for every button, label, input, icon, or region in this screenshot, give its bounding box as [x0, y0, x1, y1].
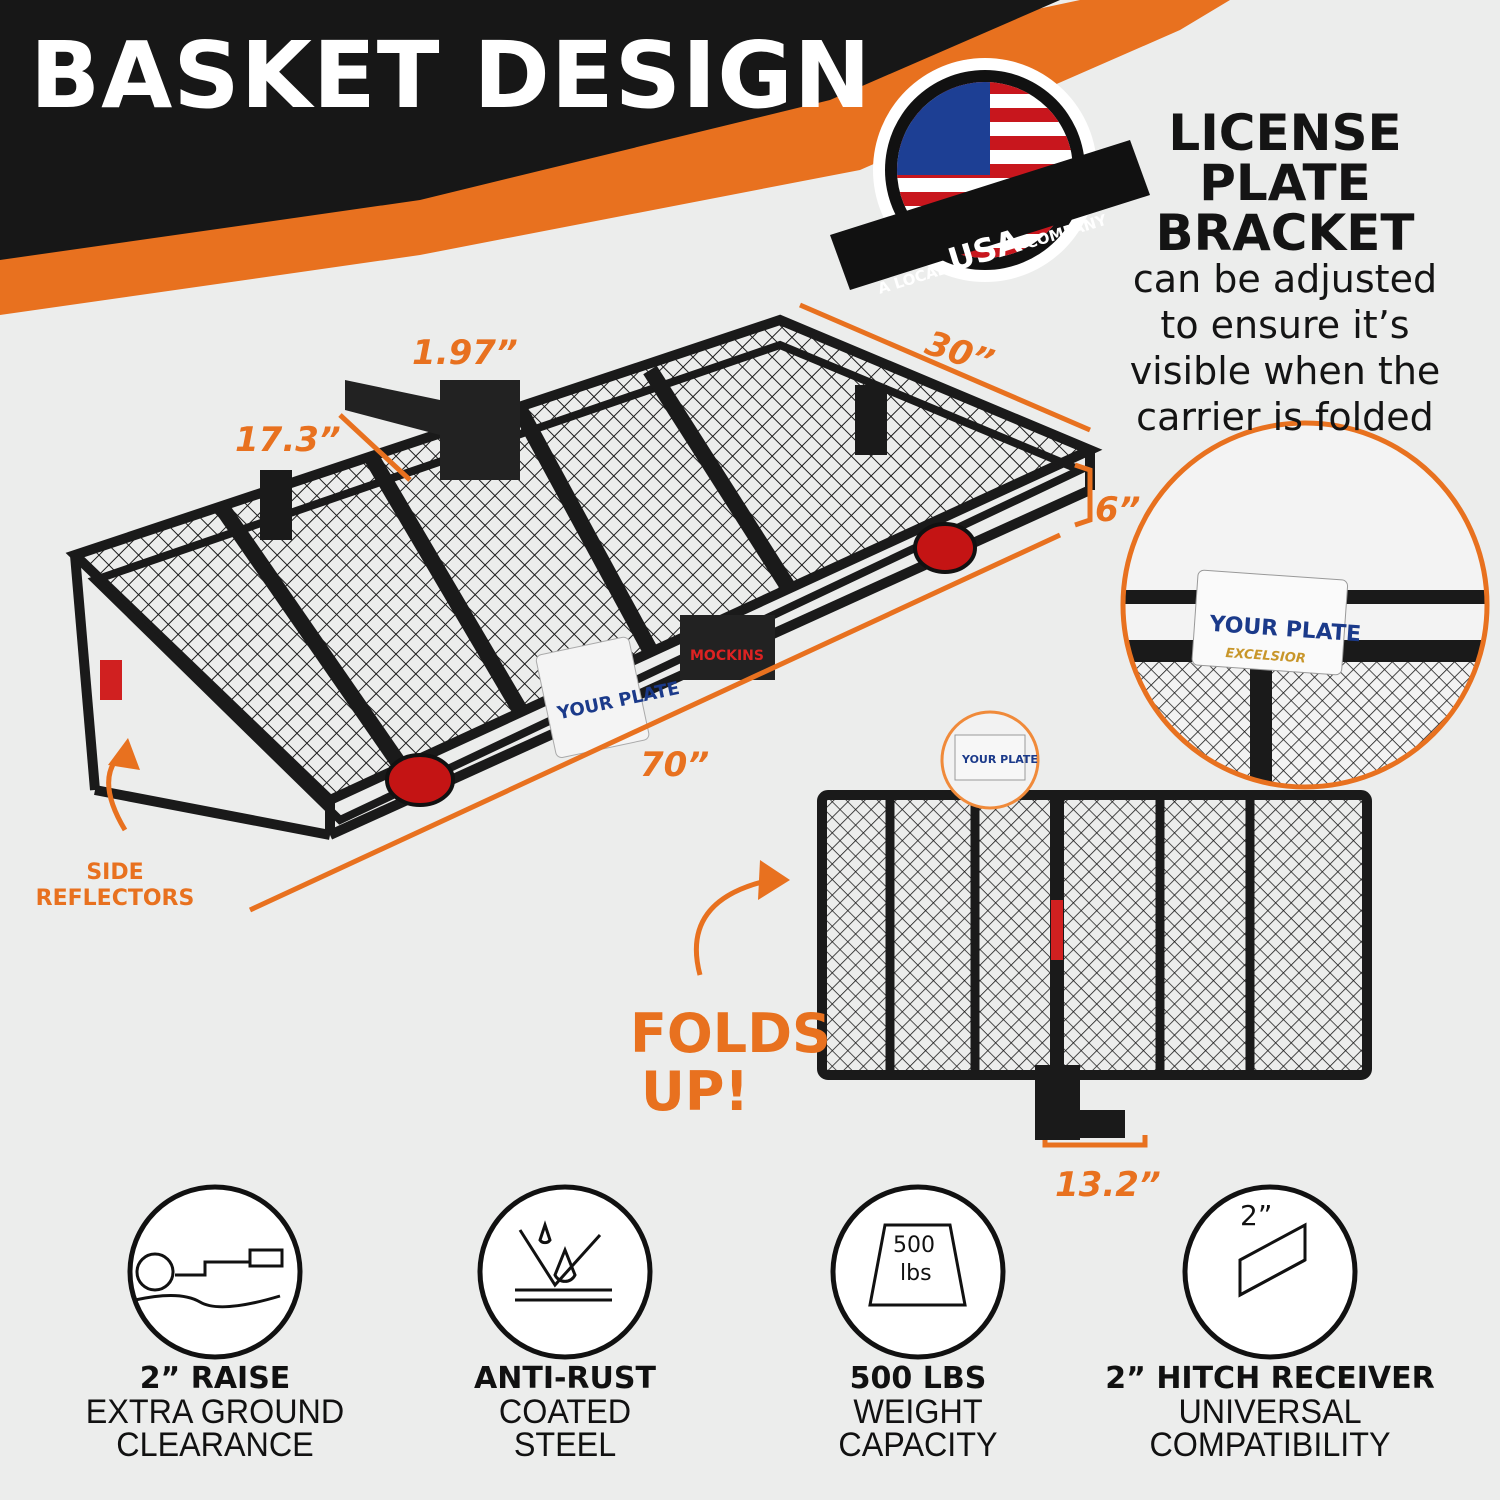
label-line: SIDE	[86, 860, 144, 885]
dim-height: 6”	[1095, 490, 1141, 530]
feature-heading: 2” HITCH RECEIVER	[1105, 1361, 1435, 1396]
folds-up-label: FOLDS UP!	[630, 1002, 831, 1123]
weight-icon	[830, 1184, 1006, 1360]
feature-heading: ANTI-RUST	[474, 1361, 656, 1396]
folded-basket-image: YOUR PLATE	[817, 710, 1372, 1140]
feature-line: COATED	[498, 1393, 632, 1431]
svg-text:YOUR PLATE: YOUR PLATE	[961, 753, 1038, 766]
dim-shank-length: 17.3”	[235, 420, 341, 460]
feature-heading: 500 LBS	[849, 1361, 987, 1396]
dim-hitch-width: 1.97”	[412, 333, 518, 373]
brand-logo: MOCKINS	[690, 648, 764, 664]
label-line: REFLECTORS	[35, 886, 195, 911]
heading-line: PLATE	[1199, 154, 1371, 212]
feature-line: WEIGHT	[853, 1393, 983, 1431]
license-plate-heading: LICENSE PLATE BRACKET	[1120, 108, 1450, 258]
license-plate-description: can be adjusted to ensure it’s visible w…	[1100, 256, 1470, 440]
heading-line: BRACKET	[1155, 204, 1415, 262]
arrow-right-icon	[758, 860, 790, 900]
dim-folded-depth: 13.2”	[1055, 1165, 1161, 1205]
side-reflectors-label: SIDE REFLECTORS	[30, 860, 200, 912]
dark-header-band	[0, 0, 1060, 260]
feature-raise: 2” RAISE EXTRA GROUND CLEARANCE	[45, 1361, 385, 1464]
feature-hitch: 2” HITCH RECEIVER UNIVERSAL COMPATIBILIT…	[1100, 1361, 1440, 1464]
arrow-up-icon	[108, 738, 140, 770]
hitch-icon-text: 2”	[1240, 1199, 1272, 1232]
feature-heading: 2” RAISE	[139, 1361, 291, 1396]
body-line: to ensure it’s	[1160, 303, 1410, 347]
body-line: carrier is folded	[1136, 395, 1434, 439]
raise-clearance-icon	[127, 1184, 303, 1360]
feature-weight: 500 LBS WEIGHT CAPACITY	[748, 1361, 1088, 1464]
weight-icon-text-500: 500	[893, 1233, 935, 1258]
heading-line: LICENSE	[1168, 104, 1402, 162]
plate-motto: EXCELSIOR	[1225, 646, 1306, 667]
weight-icon-text-lbs: lbs	[900, 1261, 932, 1286]
feature-line: STEEL	[513, 1426, 617, 1464]
feature-line: CLEARANCE	[116, 1426, 314, 1464]
feature-line: EXTRA GROUND	[85, 1393, 345, 1431]
hitch-receiver-icon	[1182, 1184, 1358, 1360]
feature-line: UNIVERSAL	[1178, 1393, 1362, 1431]
label-line: FOLDS	[630, 1002, 831, 1065]
basket-carrier-image: MOCKINS YOUR PLATE	[65, 314, 1103, 840]
feature-icons	[127, 1184, 1358, 1360]
body-line: visible when the	[1129, 349, 1441, 393]
feature-anti-rust: ANTI-RUST COATED STEEL	[395, 1361, 735, 1464]
label-line: UP!	[640, 1060, 750, 1123]
feature-line: CAPACITY	[838, 1426, 998, 1464]
body-line: can be adjusted	[1132, 257, 1438, 301]
page-title: BASKET DESIGN	[30, 22, 872, 129]
feature-line: COMPATIBILITY	[1149, 1426, 1391, 1464]
dim-length: 70”	[640, 745, 710, 785]
license-bracket-inset: YOUR PLATE EXCELSIOR	[1120, 420, 1490, 790]
